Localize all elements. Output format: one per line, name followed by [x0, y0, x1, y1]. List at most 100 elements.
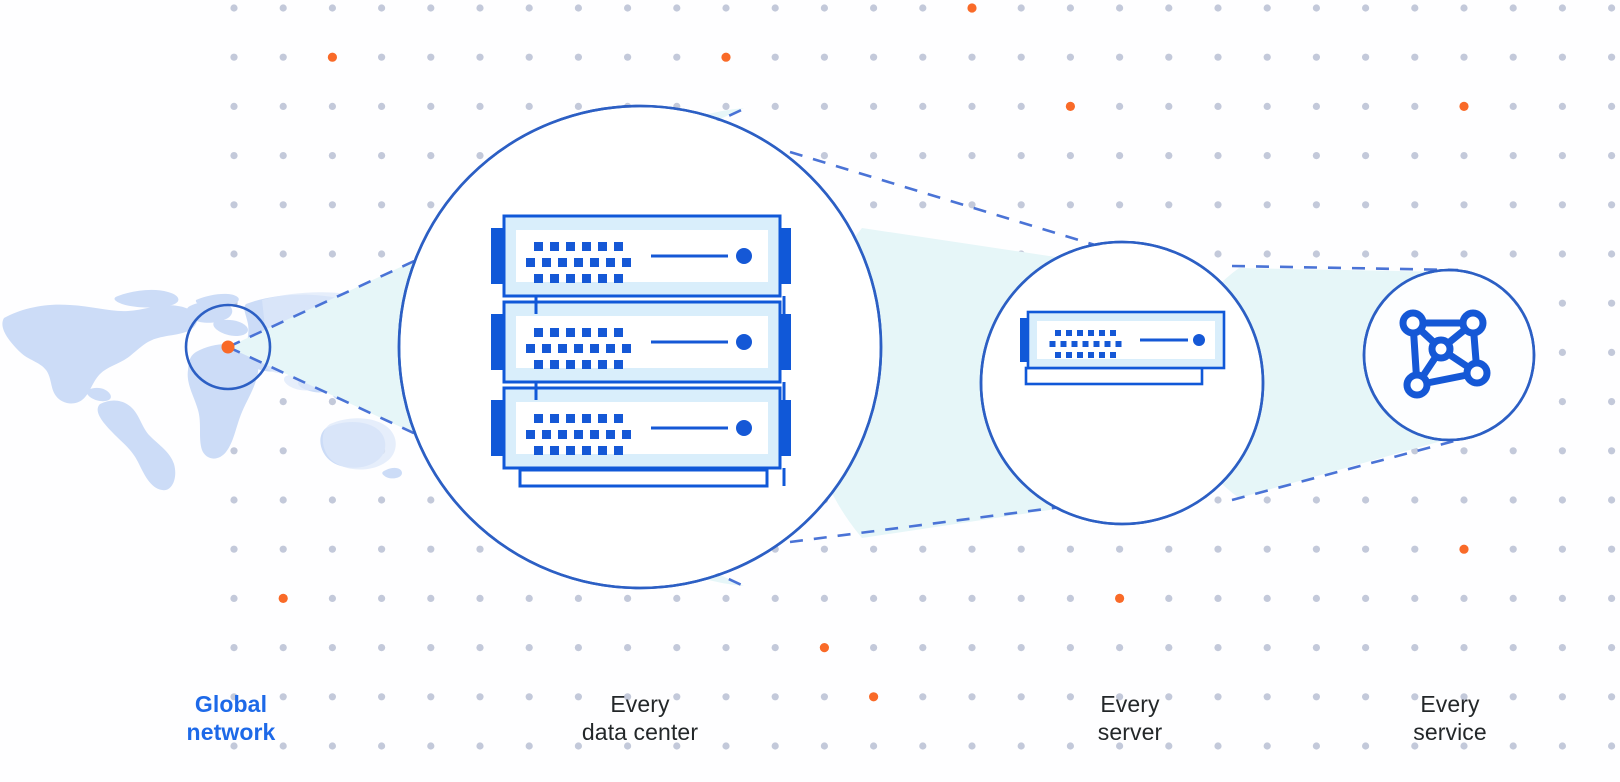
rack-unit — [491, 386, 791, 470]
grid-dot — [279, 53, 287, 61]
grid-dot — [673, 4, 681, 12]
grid-dot — [328, 496, 336, 504]
grid-dot — [1411, 53, 1419, 61]
grid-dot — [328, 644, 336, 652]
grid-dot — [279, 201, 287, 209]
single-server-led — [1082, 341, 1089, 347]
grid-dot — [1460, 644, 1468, 652]
rack-unit-led — [614, 328, 623, 337]
grid-dot — [1558, 299, 1566, 307]
rack-unit-led — [598, 360, 607, 369]
grid-dot — [1214, 250, 1222, 258]
grid-dot — [1608, 693, 1616, 701]
grid-dot — [1312, 594, 1320, 603]
single-server-led — [1104, 341, 1111, 347]
grid-dot — [870, 4, 878, 12]
grid-dot — [1066, 742, 1074, 750]
grid-dot — [1509, 4, 1517, 12]
single-server-led — [1071, 341, 1078, 347]
grid-dot — [1017, 53, 1025, 61]
single-server-led-grid — [1049, 330, 1122, 358]
grid-dot — [771, 102, 779, 110]
grid-dot — [1214, 102, 1222, 110]
grid-dot — [1263, 250, 1271, 258]
rack-unit-led — [566, 360, 575, 369]
grid-dot — [279, 398, 287, 406]
grid-dot — [919, 644, 927, 652]
grid-dot — [1608, 348, 1616, 356]
rack-unit-led — [574, 430, 583, 439]
grid-dot — [328, 250, 336, 258]
rack-unit-led — [614, 414, 623, 423]
grid-dot — [427, 4, 435, 12]
rack-unit-led — [574, 344, 583, 353]
rack-unit-led — [582, 414, 591, 423]
grid-dot — [722, 644, 730, 652]
grid-dot — [1165, 152, 1173, 160]
rack-unit-led — [582, 274, 591, 283]
grid-dot — [968, 53, 976, 61]
grid-dot — [771, 53, 779, 61]
rack-unit-led — [622, 258, 631, 267]
grid-dot — [427, 201, 435, 209]
grid-dot — [1017, 152, 1025, 160]
grid-dot — [722, 102, 730, 110]
grid-dot — [673, 644, 681, 652]
grid-dot — [1558, 693, 1566, 701]
grid-dot — [1165, 201, 1173, 209]
grid-dot — [1608, 102, 1616, 110]
grid-dot — [919, 742, 927, 750]
grid-dot — [1165, 4, 1173, 12]
grid-dot — [1509, 644, 1517, 652]
grid-dot — [1558, 250, 1566, 258]
rack-unit-led — [534, 328, 543, 337]
grid-dot — [673, 742, 681, 750]
grid-dot — [525, 644, 533, 652]
rack-unit-led — [558, 344, 567, 353]
grid-dot — [1017, 201, 1025, 209]
grid-dot — [230, 201, 238, 209]
single-server-led — [1110, 352, 1116, 358]
rack-base — [518, 468, 769, 488]
grid-dot — [525, 742, 533, 750]
grid-dot — [1608, 496, 1616, 504]
grid-dot — [1608, 53, 1616, 61]
grid-dot — [476, 102, 484, 110]
grid-dot — [378, 250, 386, 258]
rack-unit-led — [606, 258, 615, 267]
grid-dot — [624, 4, 632, 12]
grid-dot — [919, 545, 927, 553]
grid-dot — [1312, 201, 1320, 209]
grid-dot — [1165, 53, 1173, 61]
grid-dot — [1116, 53, 1124, 61]
grid-dot — [1312, 4, 1320, 12]
grid-dot — [1608, 742, 1616, 750]
grid-dot — [476, 53, 484, 61]
single-server-led — [1049, 341, 1056, 347]
grid-dot — [1066, 693, 1074, 701]
rack-unit-led — [534, 446, 543, 455]
rack-unit-led — [534, 242, 543, 251]
rack-unit-led — [598, 446, 607, 455]
grid-dot — [1312, 742, 1320, 750]
grid-dot — [1165, 545, 1173, 553]
grid-dot — [1214, 693, 1222, 701]
grid-dot — [820, 594, 829, 603]
circle-global-marker — [184, 303, 272, 391]
grid-dot-highlight — [1459, 101, 1469, 111]
grid-dot — [820, 152, 829, 160]
rack-unit-led — [582, 242, 591, 251]
single-server-led — [1066, 352, 1072, 358]
grid-dot — [820, 693, 829, 701]
grid-dot — [1263, 152, 1271, 160]
grid-dot — [1411, 644, 1419, 652]
grid-dot — [1558, 742, 1566, 750]
rack-unit-led — [614, 242, 623, 251]
single-server-led — [1088, 352, 1094, 358]
rack-unit-led-grid — [526, 414, 631, 455]
grid-dot — [820, 742, 829, 750]
rack-unit-led — [598, 414, 607, 423]
grid-dot — [1165, 693, 1173, 701]
grid-dot — [574, 644, 583, 652]
